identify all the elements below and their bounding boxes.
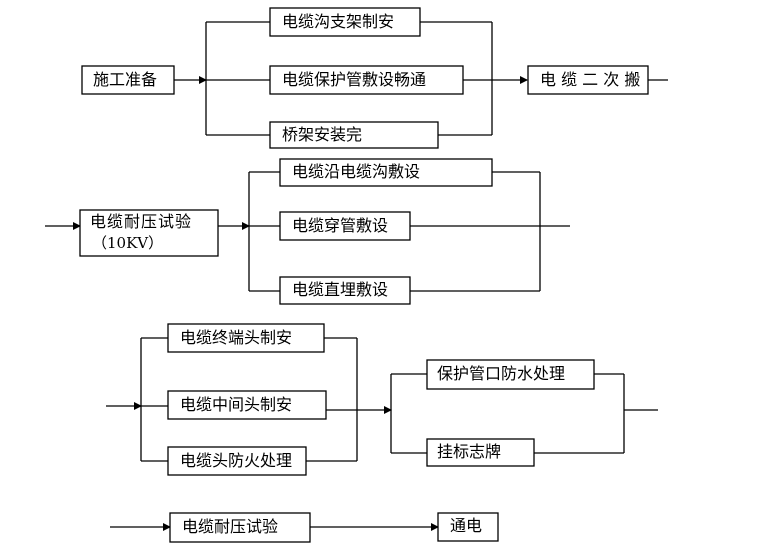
cable-voltage-test-box bbox=[79, 209, 219, 257]
pipe-mouth-waterproof-box bbox=[426, 359, 595, 390]
stage1-connectors bbox=[174, 21, 668, 136]
power-on-box bbox=[437, 512, 499, 542]
cable-middle-joint-label: 电缆中间头制安 bbox=[180, 395, 293, 414]
cable-protection-pipe-label: 电缆保护管敷设畅通 bbox=[282, 70, 427, 89]
construction-prep-label: 施工准备 bbox=[93, 70, 158, 89]
cable-head-fireproof-label: 电缆头防火处理 bbox=[180, 451, 293, 470]
cable-along-trench-box bbox=[279, 158, 493, 187]
cable-tray-installed-label: 桥架安装完 bbox=[282, 125, 363, 144]
hang-sign-board-box bbox=[426, 438, 535, 467]
power-on-label: 通电 bbox=[450, 516, 483, 535]
cable-middle-joint-box bbox=[167, 390, 327, 420]
cable-through-pipe-box bbox=[279, 211, 411, 241]
cable-along-trench-label: 电缆沿电缆沟敷设 bbox=[292, 162, 421, 181]
cable-tray-installed-box bbox=[269, 121, 439, 149]
cable-trench-bracket-label: 电缆沟支架制安 bbox=[282, 12, 395, 31]
stage3-connectors bbox=[106, 337, 658, 462]
stage2-connectors bbox=[45, 171, 570, 292]
cable-head-fireproof-box bbox=[167, 446, 307, 476]
cable-direct-burial-box bbox=[279, 276, 411, 305]
cable-direct-burial-label: 电缆直埋敷设 bbox=[292, 280, 389, 299]
cable-through-pipe-label: 电缆穿管敷设 bbox=[292, 216, 389, 235]
cable-trench-bracket-box bbox=[269, 7, 421, 37]
final-voltage-test-box bbox=[169, 512, 311, 543]
final-voltage-test-label: 电缆耐压试验 bbox=[182, 517, 279, 536]
voltage-rating-label: （10KV） bbox=[92, 234, 164, 252]
cable-voltage-test-label: 电缆耐压试验 bbox=[90, 212, 193, 231]
hang-sign-board-label: 挂标志牌 bbox=[437, 442, 502, 461]
construction-prep-box bbox=[81, 65, 175, 95]
cable-secondary-transport-box bbox=[527, 65, 649, 95]
cable-secondary-transport-label: 电 缆 二 次 搬 bbox=[540, 70, 641, 89]
cable-terminal-head-label: 电缆终端头制安 bbox=[180, 328, 293, 347]
pipe-mouth-waterproof-label: 保护管口防水处理 bbox=[437, 364, 566, 383]
cable-terminal-head-box bbox=[167, 323, 325, 353]
cable-protection-pipe-box bbox=[269, 65, 464, 95]
